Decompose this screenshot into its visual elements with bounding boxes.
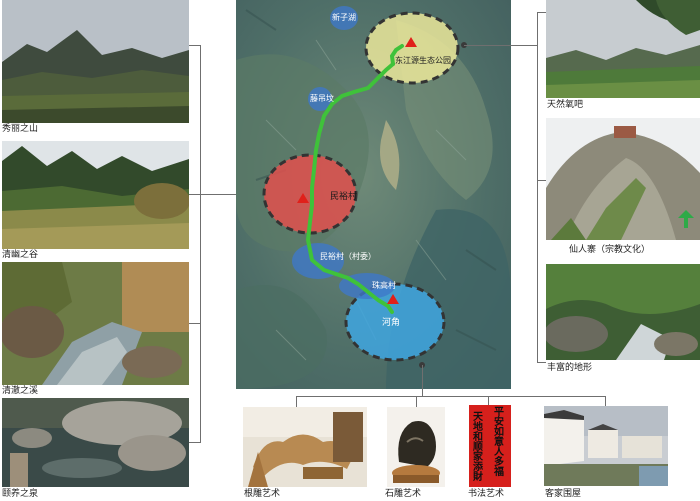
right-connector-map <box>464 45 537 46</box>
photo-stream <box>2 262 189 385</box>
left-connector-map <box>200 194 258 195</box>
right-connector-vertical <box>537 12 538 362</box>
bottom-connector-3 <box>488 396 489 407</box>
map-label-tengdiaoyi: 藤吊坟 <box>310 94 334 103</box>
zone-tengdiaoyi <box>308 87 332 111</box>
bottom-connector-1 <box>296 396 297 407</box>
right-connector-bottom <box>537 362 546 363</box>
map-label-minyu: 民裕村 <box>330 192 358 202</box>
caption-mountain: 秀丽之山 <box>2 124 39 134</box>
photo-oxygen <box>546 0 700 98</box>
right-connector-top <box>537 12 546 13</box>
left-connector-2 <box>189 194 200 195</box>
zone-minyu-committee <box>292 243 344 279</box>
left-connector-vertical <box>200 45 201 443</box>
zone-xinzihu <box>330 6 358 30</box>
caption-stream: 清澈之溪 <box>2 386 39 396</box>
map-panel: 新子湖 东江源生态公园 藤吊坟 民裕村 民裕村（村委） 珠高村 河角 <box>236 0 511 389</box>
caption-calligraphy: 书法艺术 <box>468 489 505 499</box>
bottom-connector-4 <box>605 396 606 407</box>
marker-minyu <box>297 193 309 203</box>
right-connector-2 <box>537 180 546 181</box>
photo-hakka-house <box>544 406 668 486</box>
map-label-minyu-committee: 民裕村（村委） <box>320 252 376 261</box>
bottom-connector-vertical <box>422 365 423 397</box>
map-label-hejiao: 河角 <box>382 318 401 328</box>
bottom-connector-2 <box>416 396 417 407</box>
photo-valley <box>2 141 189 249</box>
marker-hejiao <box>387 294 399 304</box>
photo-calligraphy: 平安如意人多福 天地和顺家添財 <box>469 405 511 487</box>
caption-spring: 颐养之泉 <box>2 489 39 499</box>
route-branch <box>389 44 404 66</box>
marker-park <box>405 37 417 47</box>
photo-terrain <box>546 264 700 360</box>
caption-stone-carving: 石雕艺术 <box>385 489 422 499</box>
photo-stone-carving <box>387 407 445 487</box>
caption-xianrenzhai: 仙人寨（宗教文化） <box>569 245 651 255</box>
zone-hejiao <box>344 282 446 362</box>
calligraphy-column-left: 天地和顺家添財 <box>473 412 483 483</box>
photo-spring <box>2 398 189 487</box>
left-connector-top <box>189 45 200 46</box>
caption-hakka-house: 客家围屋 <box>545 489 582 499</box>
bottom-connector-horizontal <box>296 396 606 397</box>
photo-mountain <box>2 0 189 123</box>
left-connector-3 <box>189 323 200 324</box>
map-label-xinzihu: 新子湖 <box>332 13 356 22</box>
calligraphy-column-right: 平安如意人多福 <box>494 407 504 478</box>
map-label-park: 东江源生态公园 <box>395 56 451 65</box>
caption-root-carving: 根雕艺术 <box>244 489 281 499</box>
zone-park <box>364 11 460 85</box>
photo-xianrenzhai <box>546 118 700 240</box>
caption-terrain: 丰富的地形 <box>547 363 593 373</box>
map-label-zhugao: 珠高村 <box>372 281 396 290</box>
caption-valley: 清幽之谷 <box>2 250 39 260</box>
photo-root-carving <box>243 407 367 487</box>
left-connector-bottom <box>189 442 200 443</box>
route-line <box>306 62 395 314</box>
caption-oxygen: 天然氧吧 <box>547 100 584 110</box>
